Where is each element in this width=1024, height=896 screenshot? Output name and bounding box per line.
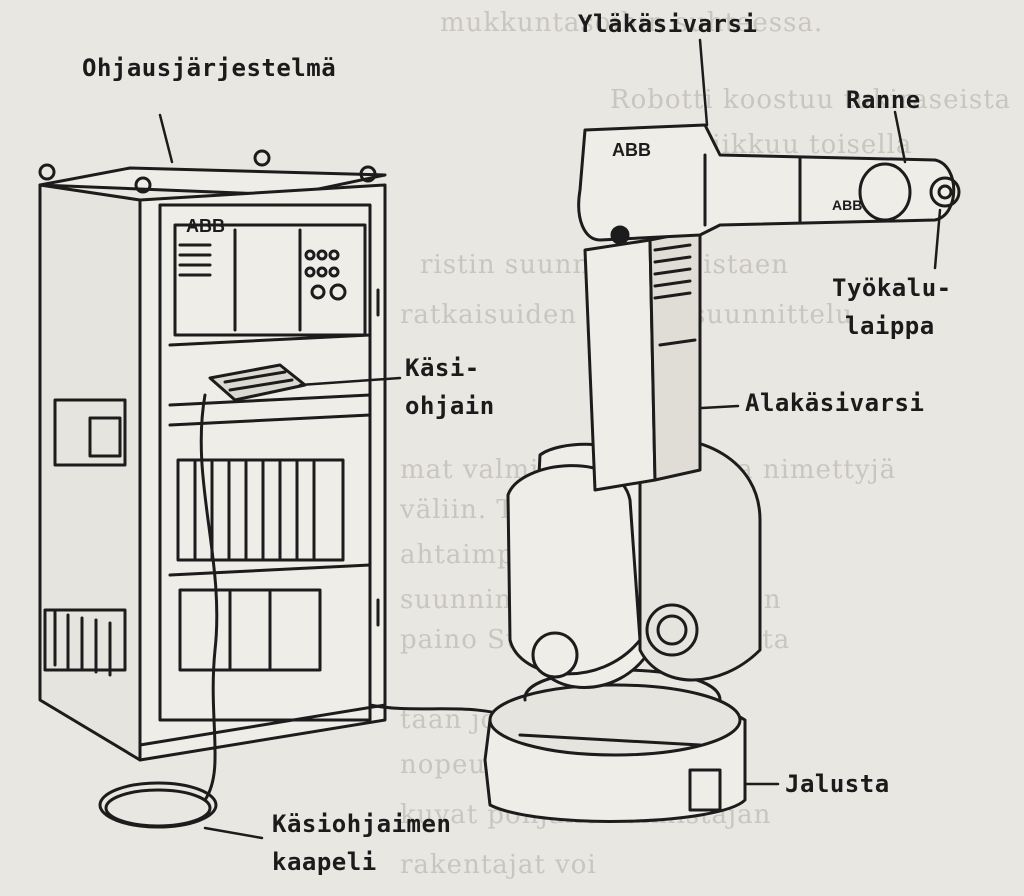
background-text-decor: rakentajat voi xyxy=(400,850,597,880)
cabinet-logo: ABB xyxy=(186,216,225,236)
label-upper-arm: Yläkäsivarsi xyxy=(578,10,758,38)
background-text-decor: mukkuntasoihin suhteessa. xyxy=(440,8,824,38)
label-pendant-cable-line1: Käsiohjaimen xyxy=(272,810,452,838)
wrist-logo: ABB xyxy=(832,197,862,213)
pendant-cable-drawing xyxy=(98,393,219,829)
label-teach-pendant-line2: ohjain xyxy=(405,392,495,420)
robot-drawing xyxy=(483,123,961,823)
label-lower-arm: Alakäsivarsi xyxy=(745,389,925,417)
control-cabinet-drawing xyxy=(38,149,387,762)
label-tool-flange-line1: Työkalu- xyxy=(832,274,952,302)
label-pendant-cable-line2: kaapeli xyxy=(272,848,377,876)
arm-logo: ABB xyxy=(612,140,651,160)
background-text-decor: Robotti koostuu tukiraseista xyxy=(610,85,1012,115)
label-control-system: Ohjausjärjestelmä xyxy=(82,54,337,82)
label-wrist: Ranne xyxy=(846,86,921,114)
label-base: Jalusta xyxy=(785,770,890,798)
leader-lines xyxy=(158,38,942,840)
label-tool-flange-line2: laippa xyxy=(845,312,935,340)
label-teach-pendant-line1: Käsi- xyxy=(405,354,480,382)
